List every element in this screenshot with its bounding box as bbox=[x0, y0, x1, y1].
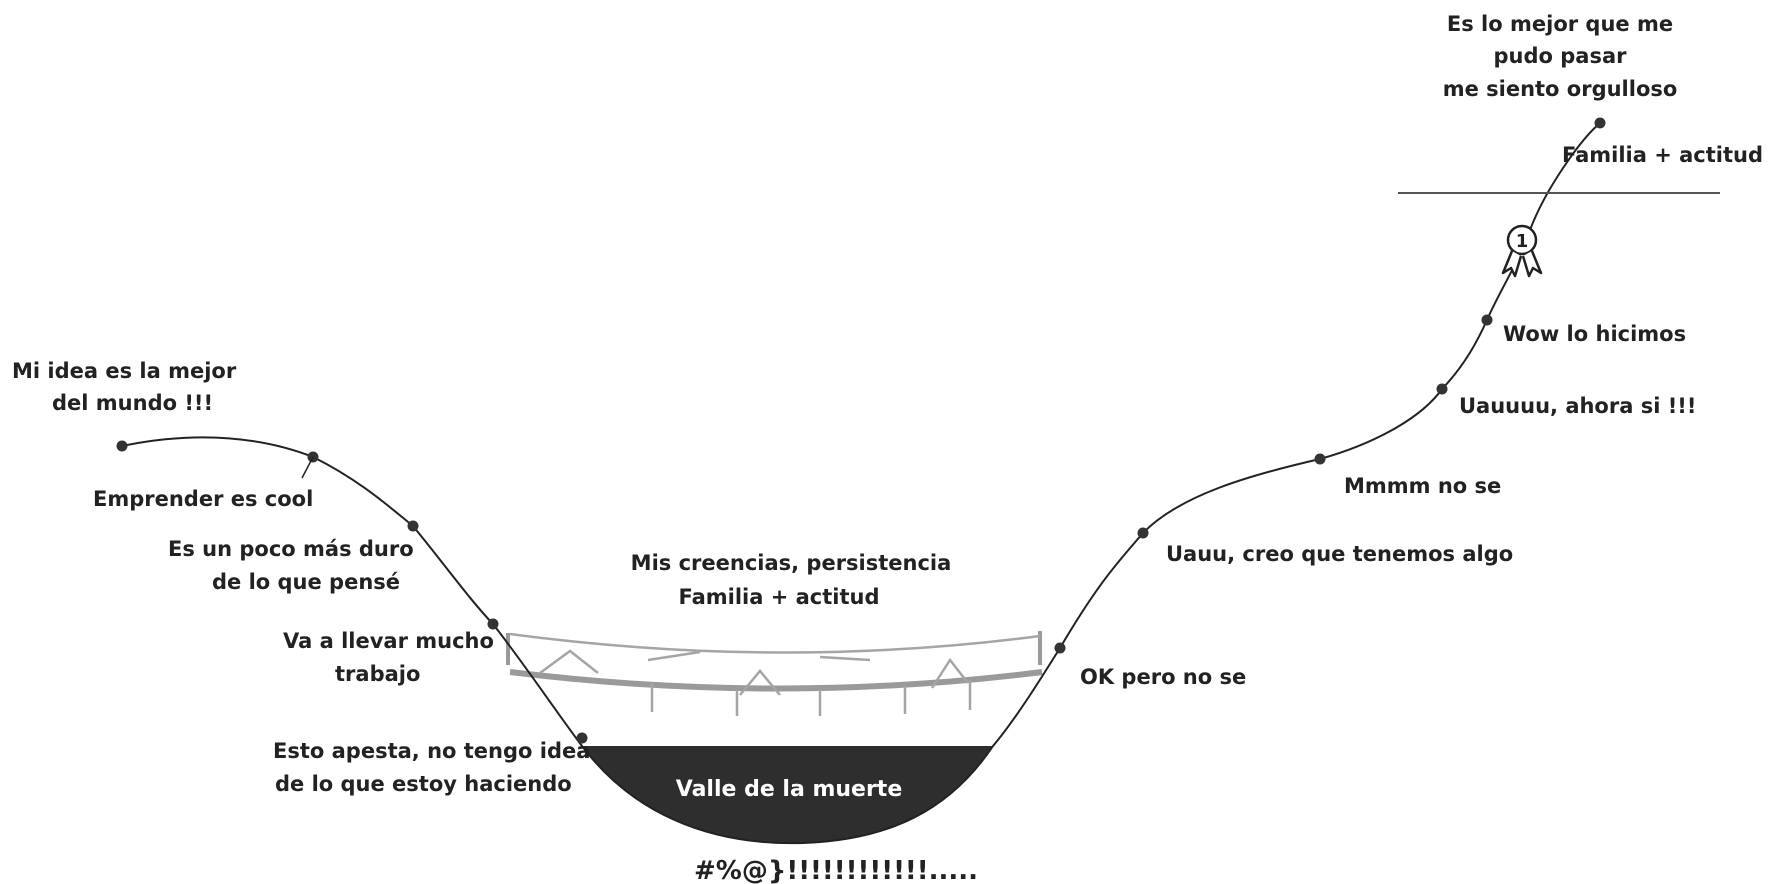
valley-of-death-area bbox=[582, 746, 993, 844]
dot-start bbox=[116, 440, 128, 452]
dot-sucks bbox=[576, 732, 588, 744]
stage-label-ok: OK pero no se bbox=[1080, 665, 1246, 689]
stage-label-mmm: Mmmm no se bbox=[1344, 474, 1501, 498]
bridge-label-1: Mis creencias, persistencia bbox=[631, 551, 952, 575]
stage-label-harder-2: de lo que pensé bbox=[212, 570, 400, 594]
medal-icon: 1 bbox=[1501, 224, 1543, 278]
stage-label-work-1: Va a llevar mucho bbox=[283, 629, 494, 653]
dot-something bbox=[1137, 527, 1149, 539]
finish-line-label: Familia + actitud bbox=[1562, 143, 1763, 167]
bridge-label-2: Familia + actitud bbox=[678, 585, 879, 609]
cool-pointer bbox=[301, 456, 314, 479]
stage-label-something: Uauu, creo que tenemos algo bbox=[1166, 542, 1513, 566]
stage-label-work-2: trabajo bbox=[335, 662, 420, 686]
stage-label-start-1: Mi idea es la mejor bbox=[12, 359, 237, 383]
dot-harder bbox=[407, 520, 419, 532]
stage-dots bbox=[116, 117, 1606, 744]
valley-label: Valle de la muerte bbox=[676, 777, 903, 802]
journey-curve bbox=[121, 122, 1601, 845]
dot-best bbox=[1594, 117, 1606, 129]
dot-wow bbox=[1481, 314, 1493, 326]
dot-ok bbox=[1054, 642, 1066, 654]
stage-label-best-3: me siento orgulloso bbox=[1443, 77, 1678, 101]
stage-label-best-1: Es lo mejor que me bbox=[1447, 12, 1673, 36]
stage-label-start-2: del mundo !!! bbox=[52, 391, 213, 415]
bridge bbox=[506, 631, 1043, 716]
stage-label-harder-1: Es un poco más duro bbox=[168, 537, 414, 561]
dot-mmm bbox=[1314, 453, 1326, 465]
svg-text:1: 1 bbox=[1516, 231, 1529, 252]
frustration-exclamation: #%@}!!!!!!!!!!!!..... bbox=[694, 856, 978, 884]
dot-work bbox=[487, 618, 499, 630]
stage-label-best-2: pudo pasar bbox=[1494, 44, 1628, 68]
stage-label-wow: Wow lo hicimos bbox=[1503, 322, 1686, 346]
stage-label-now: Uauuuu, ahora si !!! bbox=[1459, 394, 1696, 418]
stage-label-cool: Emprender es cool bbox=[93, 487, 313, 511]
stage-label-sucks-2: de lo que estoy haciendo bbox=[275, 772, 572, 796]
dot-now bbox=[1436, 383, 1448, 395]
stage-label-sucks-1: Esto apesta, no tengo idea bbox=[273, 739, 590, 763]
